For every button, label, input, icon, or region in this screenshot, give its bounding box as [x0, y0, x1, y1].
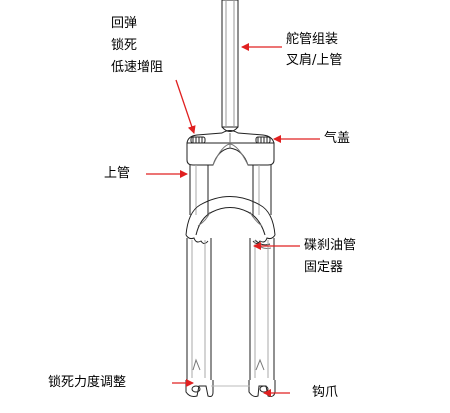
label-rebound-line1: 回弹: [111, 16, 138, 31]
arch: [186, 197, 275, 249]
label-dropout: 钩爪: [312, 385, 339, 400]
label-rebound-line3: 低速增阻: [111, 60, 164, 75]
right-upper-tube: [253, 165, 271, 215]
right-lower-leg: [250, 238, 274, 380]
label-brake-line2: 固定器: [304, 260, 344, 275]
label-upper-tube: 上管: [104, 166, 131, 181]
label-air-cap: 气盖: [324, 131, 351, 146]
left-dropout: [186, 360, 213, 397]
rebound-knob: [191, 137, 205, 143]
label-steerer-line1: 舵管组装: [286, 32, 339, 47]
left-lower-leg: [187, 238, 211, 380]
right-dropout: [249, 360, 275, 397]
label-lockout-force: 锁死力度调整: [48, 375, 127, 390]
steerer-tube: [222, 0, 238, 132]
label-brake-hose: 碟刹油管 固定器: [304, 237, 356, 277]
label-steerer-crown: 舵管组装 叉肩/上管: [286, 31, 342, 70]
arrow-rebound: [176, 80, 196, 134]
crown: [187, 131, 274, 166]
label-rebound-line2: 锁死: [111, 38, 138, 53]
label-rebound-lockout: 回弹 锁死 低速增阻: [111, 15, 163, 77]
label-steerer-line2: 叉肩/上管: [286, 53, 343, 68]
left-upper-tube: [190, 165, 208, 215]
label-brake-line1: 碟刹油管: [304, 238, 357, 253]
air-cap: [256, 137, 270, 143]
